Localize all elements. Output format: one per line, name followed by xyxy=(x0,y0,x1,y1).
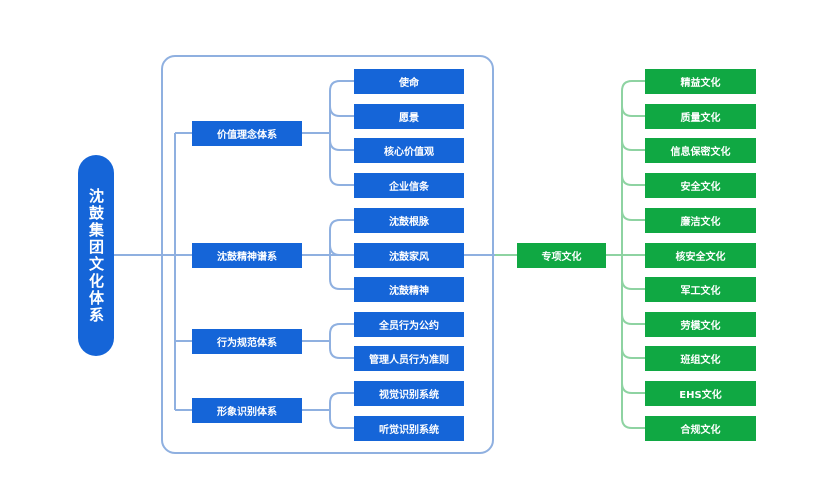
special-leaf-node[interactable]: 质量文化 xyxy=(645,104,756,129)
leaf-node[interactable]: 沈鼓家风 xyxy=(354,243,464,268)
special-bracket xyxy=(621,80,645,429)
special-leaf-connector xyxy=(621,278,645,290)
group-node-behavior[interactable]: 行为规范体系 xyxy=(192,329,302,354)
special-leaf-node[interactable]: 廉洁文化 xyxy=(645,208,756,233)
special-leaf-node[interactable]: 班组文化 xyxy=(645,346,756,371)
leaf-bracket xyxy=(329,323,354,359)
leaf-node[interactable]: 沈鼓根脉 xyxy=(354,208,464,233)
special-culture-node[interactable]: 专项文化 xyxy=(517,243,606,268)
leaf-node[interactable]: 全员行为公约 xyxy=(354,312,464,337)
special-leaf-connector xyxy=(621,382,645,394)
group-node-identity[interactable]: 形象识别体系 xyxy=(192,398,302,423)
special-leaf-node[interactable]: 信息保密文化 xyxy=(645,138,756,163)
leaf-node[interactable]: 核心价值观 xyxy=(354,138,464,163)
leaf-node[interactable]: 企业信条 xyxy=(354,173,464,198)
leaf-bracket xyxy=(329,392,354,429)
leaf-node[interactable]: 听觉识别系统 xyxy=(354,416,464,441)
special-leaf-node[interactable]: EHS文化 xyxy=(645,381,756,406)
special-leaf-connector xyxy=(621,209,645,221)
special-leaf-connector xyxy=(621,105,645,117)
group-node-value[interactable]: 价值理念体系 xyxy=(192,121,302,146)
leaf-connector xyxy=(329,105,354,117)
core-system-frame xyxy=(161,55,494,454)
leaf-node[interactable]: 愿景 xyxy=(354,104,464,129)
special-leaf-connector xyxy=(621,347,645,359)
leaf-node[interactable]: 管理人员行为准则 xyxy=(354,346,464,371)
special-leaf-connector xyxy=(621,313,645,325)
leaf-node[interactable]: 使命 xyxy=(354,69,464,94)
special-leaf-node[interactable]: 劳模文化 xyxy=(645,312,756,337)
leaf-node[interactable]: 沈鼓精神 xyxy=(354,277,464,302)
root-node[interactable]: 沈鼓集团文化体系 xyxy=(78,155,114,356)
special-leaf-node[interactable]: 精益文化 xyxy=(645,69,756,94)
group-node-spirit[interactable]: 沈鼓精神谱系 xyxy=(192,243,302,268)
leaf-bracket xyxy=(329,80,354,186)
leaf-connector xyxy=(329,244,354,256)
special-leaf-node[interactable]: 军工文化 xyxy=(645,277,756,302)
special-leaf-connector xyxy=(621,139,645,151)
leaf-connector xyxy=(329,139,354,151)
special-leaf-node[interactable]: 安全文化 xyxy=(645,173,756,198)
special-leaf-node[interactable]: 核安全文化 xyxy=(645,243,756,268)
special-leaf-node[interactable]: 合规文化 xyxy=(645,416,756,441)
leaf-bracket xyxy=(329,219,354,290)
special-leaf-connector xyxy=(621,174,645,186)
leaf-node[interactable]: 视觉识别系统 xyxy=(354,381,464,406)
